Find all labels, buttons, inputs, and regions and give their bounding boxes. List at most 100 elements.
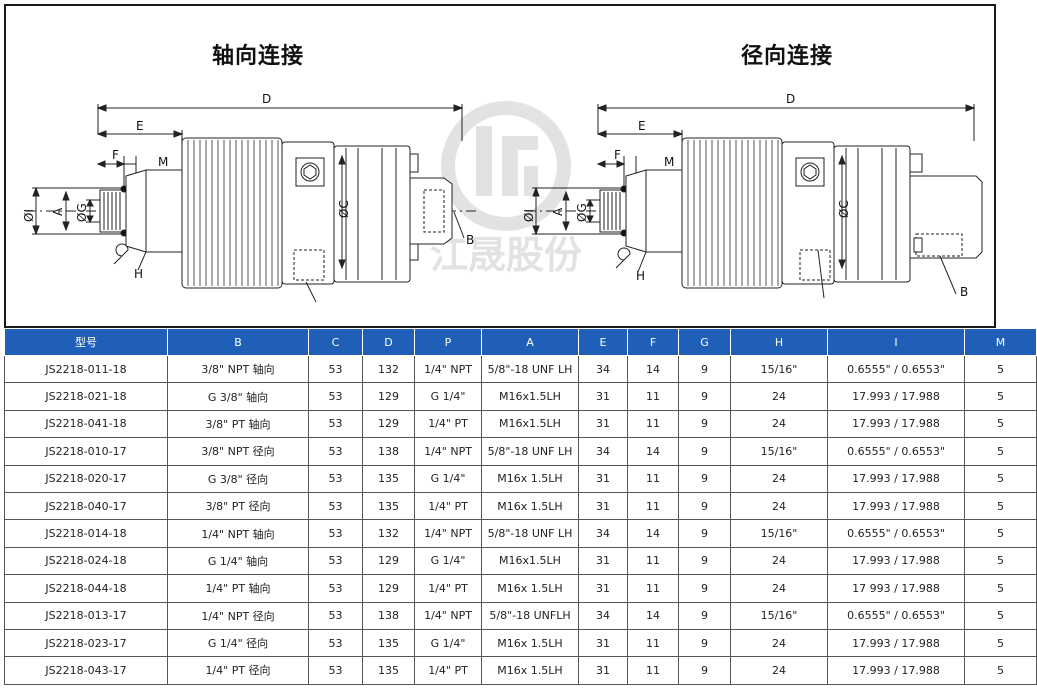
cell-p: 1/4" NPT (414, 601, 482, 630)
cell-m: 5 (964, 491, 1037, 521)
cell-g: 9 (678, 628, 731, 658)
dim-label-c: ØC (337, 200, 351, 218)
cell-c: 53 (308, 601, 363, 630)
table-header-row: 型号 B C D P A E F G H I M (4, 328, 1037, 356)
cell-i: 17 993 / 17.988 (827, 574, 965, 603)
cell-b: 3/8" NPT 径向 (167, 437, 309, 466)
radial-dim-label-a: A (551, 207, 565, 216)
cell-g: 9 (678, 409, 731, 439)
cell-b: 3/8" PT 径向 (167, 491, 309, 521)
cell-model: JS2218-040-17 (4, 491, 168, 521)
cell-i: 17.993 / 17.988 (827, 491, 965, 521)
col-header-m: M (964, 328, 1037, 356)
cell-f: 11 (627, 628, 679, 658)
cell-model: JS2218-043-17 (4, 656, 168, 685)
cell-f: 14 (627, 437, 679, 466)
radial-dim-label-f: F (614, 148, 621, 162)
radial-connection-title: 径向连接 (741, 44, 834, 69)
cell-a: M16x 1.5LH (481, 491, 579, 521)
cell-h: 24 (730, 656, 828, 685)
cell-e: 34 (578, 354, 628, 384)
dim-label-g: ØG (75, 203, 89, 222)
cell-f: 11 (627, 409, 679, 439)
cell-b: G 1/4" 径向 (167, 628, 309, 658)
cell-i: 17.993 / 17.988 (827, 546, 965, 576)
cell-d: 132 (362, 519, 415, 548)
cell-f: 14 (627, 601, 679, 630)
cell-c: 53 (308, 546, 363, 576)
cell-m: 5 (964, 354, 1037, 384)
cell-b: 1/4" NPT 径向 (167, 601, 309, 630)
cell-i: 0.6555" / 0.6553" (827, 354, 965, 384)
col-header-a: A (481, 328, 579, 356)
col-header-b: B (167, 328, 309, 356)
col-header-h: H (730, 328, 828, 356)
radial-dim-label-c: ØC (837, 200, 851, 218)
cell-d: 138 (362, 437, 415, 466)
cell-e: 31 (578, 491, 628, 521)
cell-h: 24 (730, 382, 828, 411)
cell-p: G 1/4" (414, 382, 482, 411)
cell-b: 3/8" PT 轴向 (167, 409, 309, 439)
cell-g: 9 (678, 601, 731, 630)
dim-label-a: A (51, 207, 65, 216)
cell-model: JS2218-013-17 (4, 601, 168, 630)
cell-a: M16x 1.5LH (481, 464, 579, 493)
cell-b: 1/4" PT 径向 (167, 656, 309, 685)
cell-model: JS2218-024-18 (4, 546, 168, 576)
cell-a: 5/8"-18 UNF LH (481, 437, 579, 466)
cell-f: 14 (627, 519, 679, 548)
cell-b: 1/4" NPT 轴向 (167, 519, 309, 548)
cell-g: 9 (678, 382, 731, 411)
cell-p: 1/4" NPT (414, 437, 482, 466)
cell-i: 0.6555" / 0.6553" (827, 601, 965, 630)
cell-f: 11 (627, 574, 679, 603)
cell-d: 138 (362, 601, 415, 630)
cell-d: 129 (362, 409, 415, 439)
cell-f: 11 (627, 464, 679, 493)
cell-m: 5 (964, 574, 1037, 603)
cell-h: 15/16" (730, 354, 828, 384)
drawing-panel: 轴向连接 径向连接 江晟股份 (4, 4, 996, 328)
cell-f: 11 (627, 546, 679, 576)
dim-label-d: D (262, 92, 271, 106)
cell-c: 53 (308, 519, 363, 548)
cell-a: M16x1.5LH (481, 382, 579, 411)
cell-m: 5 (964, 464, 1037, 493)
cell-f: 11 (627, 491, 679, 521)
cell-p: 1/4" PT (414, 656, 482, 685)
dim-label-f: F (112, 148, 119, 162)
cell-g: 9 (678, 491, 731, 521)
cell-d: 135 (362, 491, 415, 521)
cell-f: 11 (627, 656, 679, 685)
dim-label-i: ØI (22, 209, 36, 222)
watermark-text: 江晟股份 (430, 233, 582, 277)
cell-d: 129 (362, 546, 415, 576)
cell-f: 11 (627, 382, 679, 411)
dim-label-h: H (134, 267, 143, 281)
cell-model: JS2218-011-18 (4, 354, 168, 384)
cell-h: 24 (730, 546, 828, 576)
cell-p: 1/4" PT (414, 574, 482, 603)
cell-p: 1/4" NPT (414, 519, 482, 548)
cell-e: 31 (578, 382, 628, 411)
cell-e: 31 (578, 574, 628, 603)
cell-g: 9 (678, 519, 731, 548)
radial-dim-label-b: B (960, 285, 968, 299)
dim-label-e: E (136, 119, 144, 133)
cell-a: M16x 1.5LH (481, 574, 579, 603)
cell-a: 5/8"-18 UNFLH (481, 601, 579, 630)
radial-dim-label-g: ØG (575, 203, 589, 222)
cell-c: 53 (308, 354, 363, 384)
cell-f: 14 (627, 354, 679, 384)
col-header-i: I (827, 328, 965, 356)
cell-p: G 1/4" (414, 628, 482, 658)
cell-h: 15/16" (730, 437, 828, 466)
cell-h: 24 (730, 409, 828, 439)
radial-dim-label-e: E (638, 119, 646, 133)
col-header-c: C (308, 328, 363, 356)
cell-p: G 1/4" (414, 546, 482, 576)
